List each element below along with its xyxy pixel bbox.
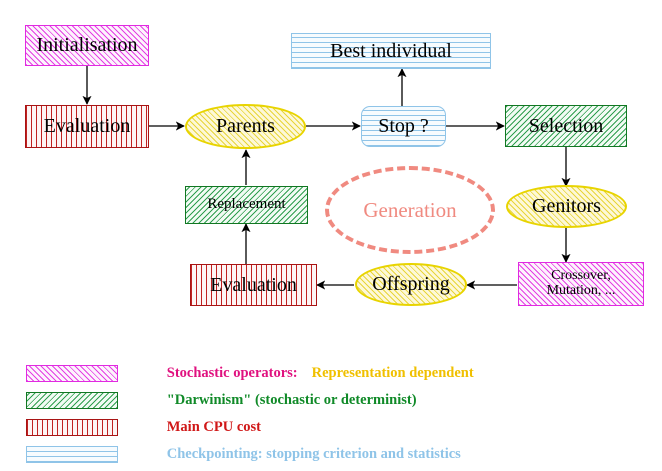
legend-label-stochastic-operators-primary: Stochastic operators:: [166, 365, 298, 381]
node-parents[interactable]: Parents: [185, 104, 306, 149]
node-evaluation-bottom[interactable]: Evaluation: [190, 264, 317, 306]
legend-swatch-stochastic-operators: [26, 365, 118, 382]
legend-label-main-cpu-cost: Main CPU cost: [145, 402, 261, 453]
node-replacement[interactable]: Replacement: [185, 186, 308, 224]
node-evaluation-bottom-label: Evaluation: [210, 273, 297, 296]
legend-row-darwinism: "Darwinism" (stochastic or determinist): [26, 375, 417, 426]
legend-swatch-main-cpu-cost: [26, 419, 118, 436]
legend-label-stochastic-operators-secondary: Representation dependent: [311, 365, 474, 381]
legend-label-darwinism-primary: "Darwinism" (stochastic or determinist): [166, 392, 417, 408]
node-parents-label: Parents: [216, 115, 275, 137]
node-replacement-label: Replacement: [207, 196, 286, 213]
node-crossover-mutation-label: Crossover, Mutation, ...: [546, 268, 616, 298]
legend-swatch-checkpointing: [26, 446, 118, 463]
node-generation-label: Generation: [363, 197, 457, 222]
node-offspring-label: Offspring: [372, 273, 450, 295]
node-best-individual[interactable]: Best individual: [291, 33, 491, 69]
node-selection-label: Selection: [528, 114, 604, 137]
node-offspring[interactable]: Offspring: [355, 263, 467, 306]
node-initialisation[interactable]: Initialisation: [25, 25, 149, 66]
node-selection[interactable]: Selection: [505, 105, 627, 147]
legend-label-main-cpu-cost-primary: Main CPU cost: [166, 419, 261, 435]
legend-row-stochastic-operators: Stochastic operators: Representation depe…: [26, 348, 474, 399]
node-stop[interactable]: Stop ?: [361, 106, 446, 147]
legend-label-checkpointing: Checkpointing: stopping criterion and st…: [145, 429, 461, 471]
legend-row-main-cpu-cost: Main CPU cost: [26, 402, 261, 453]
node-evaluation-top[interactable]: Evaluation: [25, 105, 149, 148]
node-generation: Generation: [325, 166, 495, 254]
legend-label-darwinism: "Darwinism" (stochastic or determinist): [145, 375, 417, 426]
legend-row-checkpointing: Checkpointing: stopping criterion and st…: [26, 429, 461, 471]
node-stop-label: Stop ?: [378, 115, 429, 137]
node-best-individual-label: Best individual: [330, 39, 452, 62]
legend-swatch-darwinism: [26, 392, 118, 409]
node-genitors-label: Genitors: [532, 195, 601, 217]
node-crossover-mutation[interactable]: Crossover, Mutation, ...: [518, 262, 644, 306]
node-evaluation-top-label: Evaluation: [43, 115, 131, 137]
legend-label-stochastic-operators: Stochastic operators: Representation depe…: [145, 348, 474, 399]
node-initialisation-label: Initialisation: [36, 34, 138, 56]
legend-label-checkpointing-primary: Checkpointing: stopping criterion and st…: [166, 446, 461, 462]
node-genitors[interactable]: Genitors: [506, 185, 627, 228]
